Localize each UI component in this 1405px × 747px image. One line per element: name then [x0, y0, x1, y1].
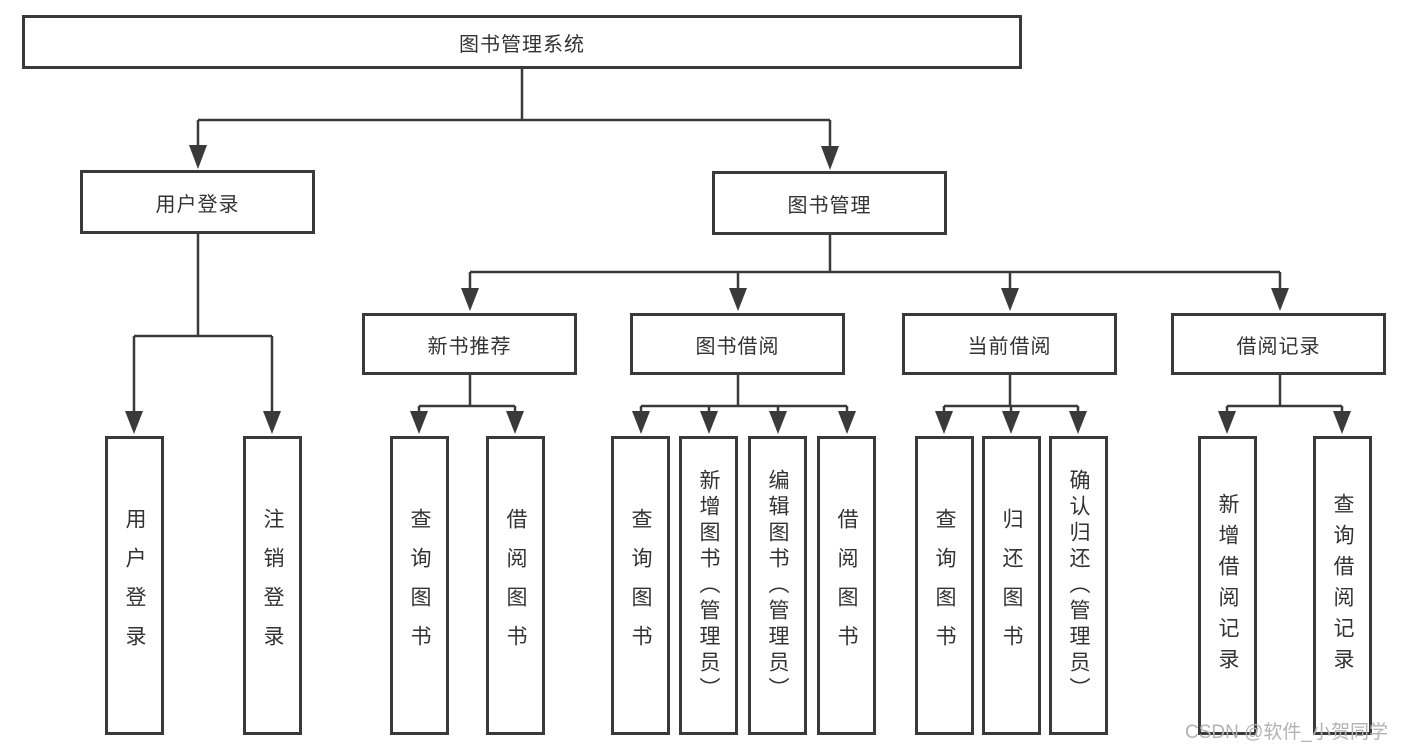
leaf-borrow-edit-book-admin: 编辑图书（管理员） [748, 436, 807, 735]
leaf-borrow-query-book: 查询图书 [611, 436, 670, 735]
leaf-recommend-query-book-label: 查询图书 [408, 507, 431, 664]
leaf-record-add-record-label: 新增借阅记录 [1216, 492, 1239, 679]
leaf-recommend-borrow-book: 借阅图书 [486, 436, 545, 735]
leaf-borrow-add-book-admin-label: 新增图书（管理员） [697, 468, 720, 703]
leaf-borrow-borrow-book-label: 借阅图书 [835, 507, 858, 664]
node-root-label: 图书管理系统 [459, 33, 585, 56]
leaf-record-query-record-label: 查询借阅记录 [1331, 492, 1354, 679]
leaf-borrow-borrow-book: 借阅图书 [817, 436, 876, 735]
leaf-current-confirm-return-admin-label: 确认归还（管理员） [1067, 468, 1090, 703]
leaf-current-confirm-return-admin: 确认归还（管理员） [1049, 436, 1108, 735]
node-borrow-record: 借阅记录 [1171, 313, 1386, 375]
node-root: 图书管理系统 [22, 15, 1022, 69]
node-current-borrow-label: 当前借阅 [967, 335, 1052, 358]
node-book-borrow-label: 图书借阅 [695, 335, 780, 358]
leaf-record-query-record: 查询借阅记录 [1313, 436, 1372, 735]
node-borrow-record-label: 借阅记录 [1236, 335, 1321, 358]
watermark: CSDN @软件_小贺同学 [1185, 722, 1388, 743]
node-book-management: 图书管理 [712, 171, 947, 235]
leaf-logout-label: 注销登录 [261, 507, 284, 664]
node-book-borrow: 图书借阅 [630, 313, 845, 375]
node-current-borrow: 当前借阅 [902, 313, 1117, 375]
node-user-login: 用户登录 [80, 170, 315, 234]
leaf-record-add-record: 新增借阅记录 [1198, 436, 1257, 735]
leaf-recommend-borrow-book-label: 借阅图书 [504, 507, 527, 664]
leaf-recommend-query-book: 查询图书 [390, 436, 449, 735]
leaf-current-return-book-label: 归还图书 [1000, 507, 1023, 664]
node-book-management-label: 图书管理 [787, 194, 872, 217]
leaf-current-query-book-label: 查询图书 [933, 507, 956, 664]
leaf-user-login: 用户登录 [105, 436, 164, 735]
leaf-current-query-book: 查询图书 [915, 436, 974, 735]
node-new-book-recommend: 新书推荐 [362, 313, 577, 375]
arrowhead-icons [125, 145, 1351, 434]
leaf-borrow-query-book-label: 查询图书 [629, 507, 652, 664]
leaf-current-return-book: 归还图书 [982, 436, 1041, 735]
leaf-borrow-edit-book-admin-label: 编辑图书（管理员） [766, 468, 789, 703]
node-user-login-label: 用户登录 [155, 193, 240, 216]
node-new-book-recommend-label: 新书推荐 [427, 335, 512, 358]
leaf-user-login-label: 用户登录 [123, 507, 146, 664]
leaf-logout: 注销登录 [243, 436, 302, 735]
leaf-borrow-add-book-admin: 新增图书（管理员） [679, 436, 738, 735]
